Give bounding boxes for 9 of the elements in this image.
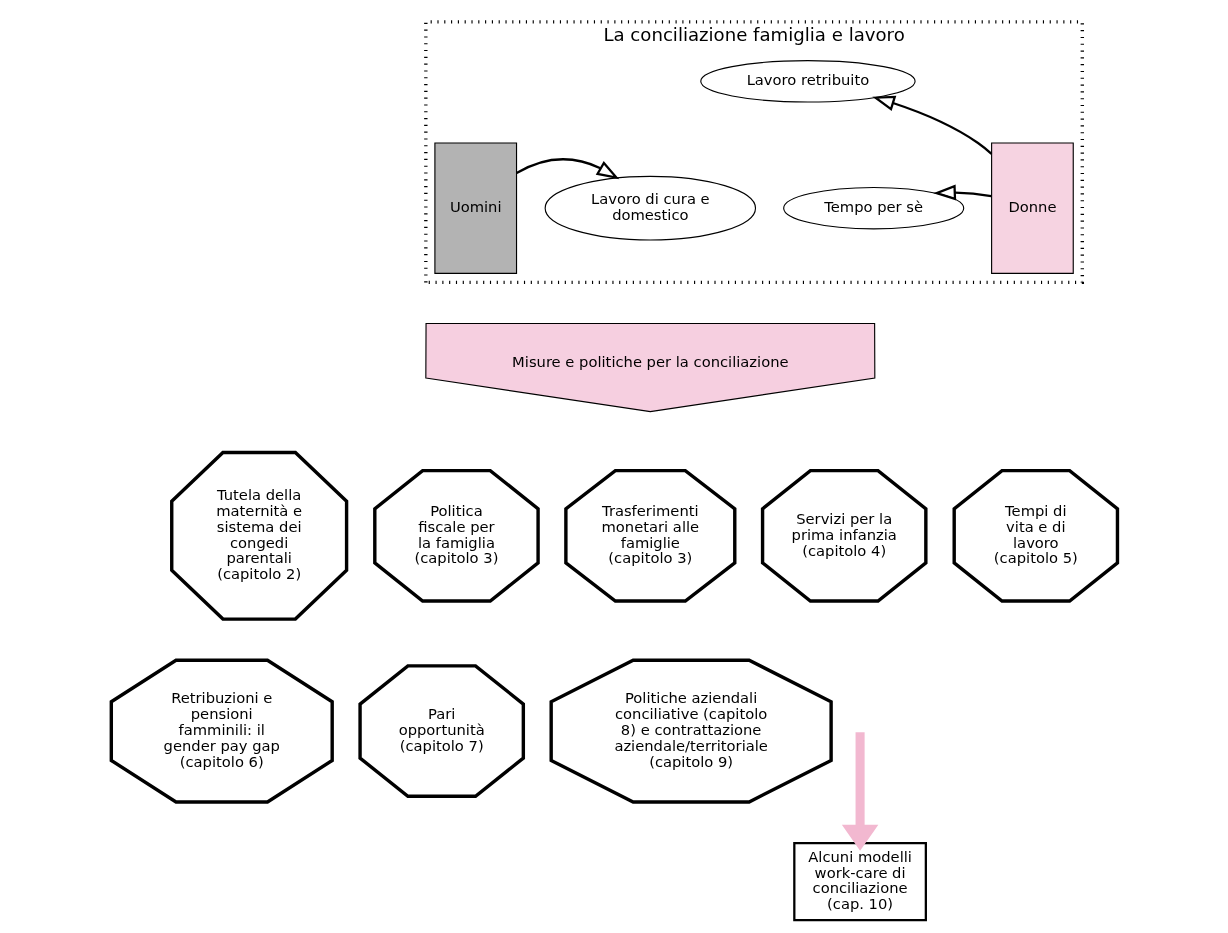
node-ellipse: Lavoro di cura e domestico (544, 175, 756, 241)
node-box: Uomini (433, 142, 517, 274)
arrow (841, 732, 878, 851)
node-ellipse: Lavoro retribuito (699, 60, 916, 103)
arrow (871, 95, 992, 155)
arrow (932, 184, 991, 201)
node-box: Alcuni modelli work-care di conciliazione (cap. 10) (792, 841, 927, 922)
arrow (515, 158, 619, 180)
node-box: Donne (990, 142, 1074, 274)
